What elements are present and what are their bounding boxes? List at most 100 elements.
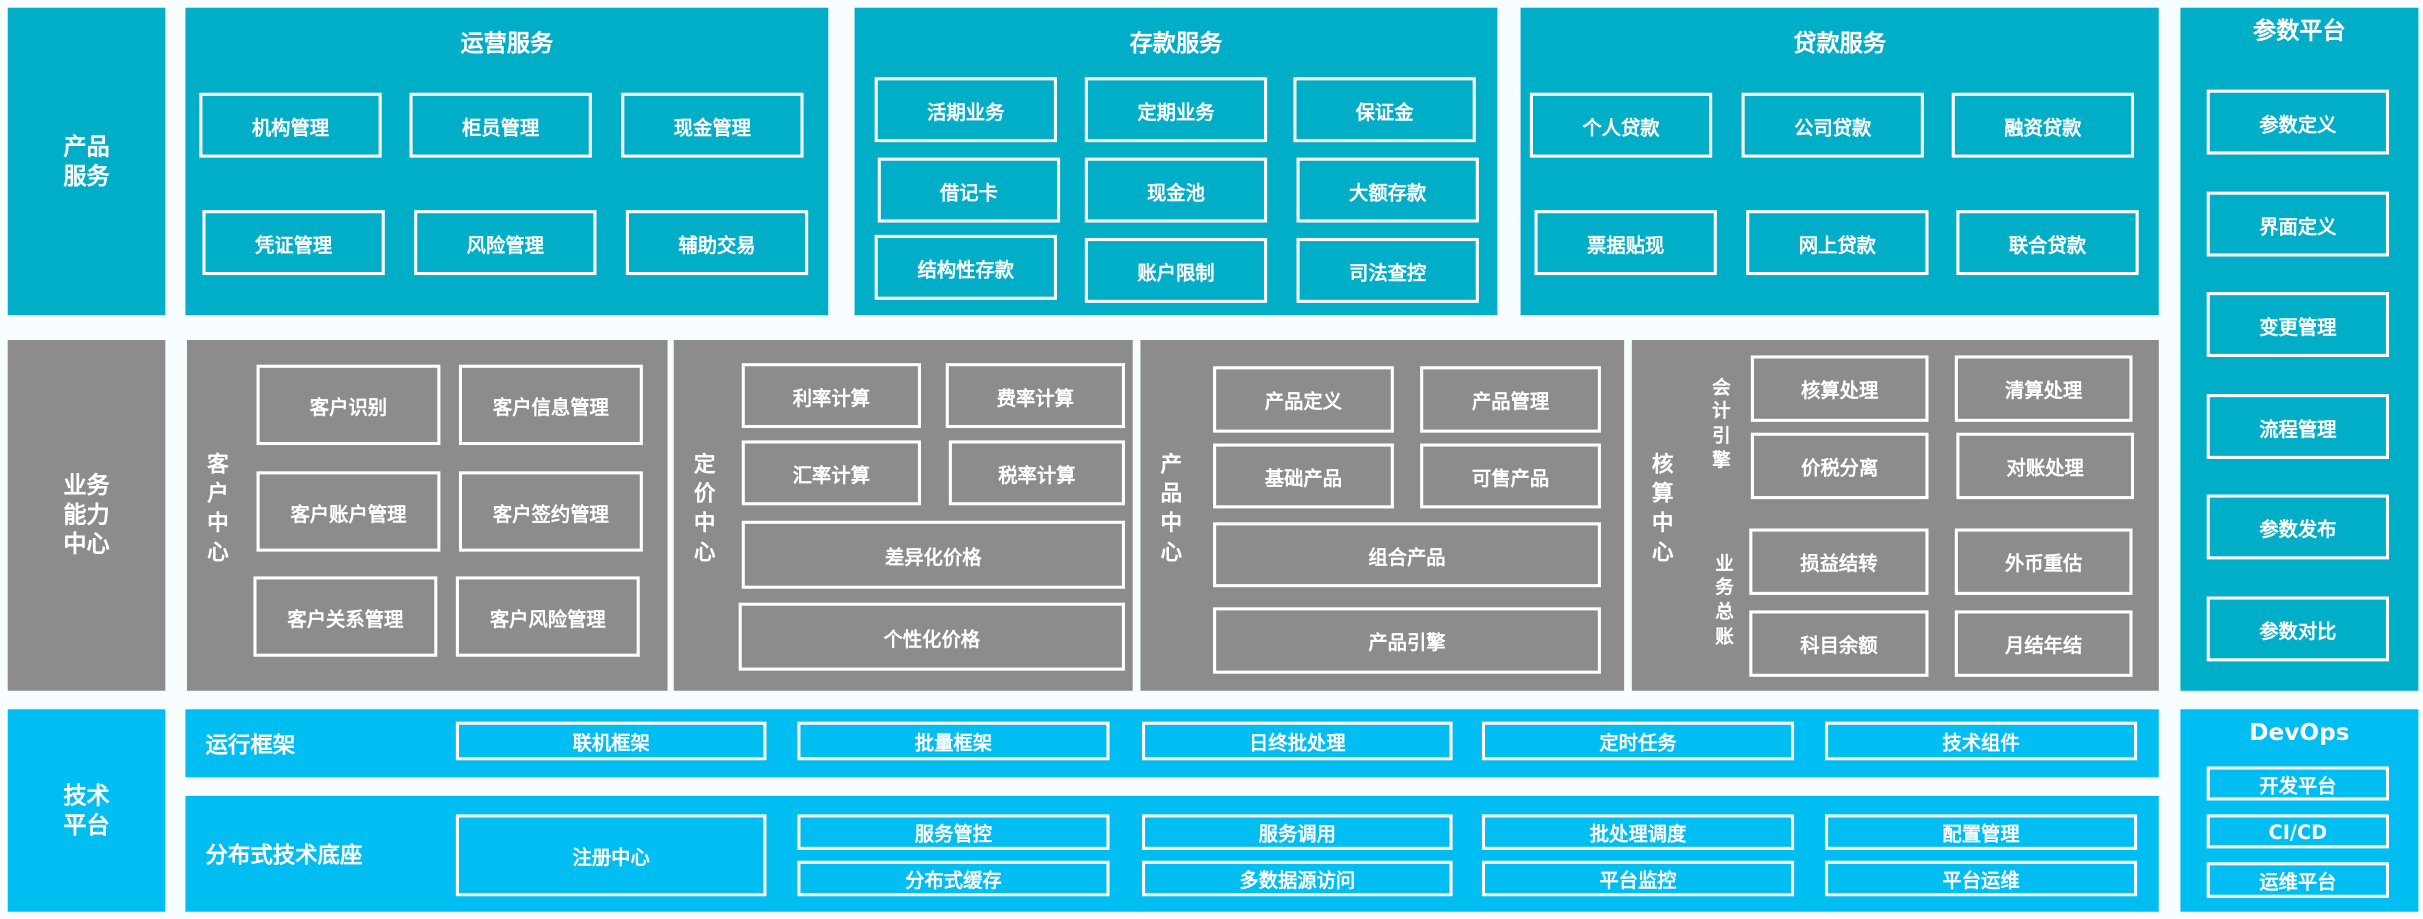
module-box[interactable]: 风险管理 xyxy=(414,210,597,276)
module-box[interactable]: 机构管理 xyxy=(199,92,382,158)
module-box[interactable]: 结构性存款 xyxy=(874,234,1057,300)
runtime-label: 运行框架 xyxy=(205,733,296,758)
distributed-label: 分布式技术底座 xyxy=(205,843,363,869)
operations-title: 运营服务 xyxy=(460,28,554,57)
customer-center-label: 客户中心 xyxy=(207,453,229,566)
product-service-label: 产品 服务 xyxy=(63,132,110,190)
business-capability-label: 业务 能力 中心 xyxy=(63,471,110,558)
loan-panel xyxy=(1520,7,2159,316)
product-center-panel xyxy=(1140,339,1625,691)
product-service-panel xyxy=(7,7,166,316)
module-box[interactable]: 参数定义 xyxy=(2206,89,2390,155)
module-box[interactable]: 批量框架 xyxy=(797,721,1110,761)
module-box[interactable]: 运维平台 xyxy=(2206,862,2390,898)
module-box[interactable]: 现金池 xyxy=(1084,157,1268,223)
module-box[interactable]: 参数对比 xyxy=(2206,596,2390,662)
customer-center-panel xyxy=(186,339,668,691)
module-box[interactable]: 大额存款 xyxy=(1296,157,1479,223)
parameter-platform-title: 参数平台 xyxy=(2253,16,2346,45)
module-box[interactable]: 融资贷款 xyxy=(1951,92,2135,158)
module-box[interactable]: 客户账户管理 xyxy=(256,471,441,552)
module-box[interactable]: 平台监控 xyxy=(1481,860,1795,897)
module-box[interactable]: 保证金 xyxy=(1293,77,1476,143)
module-box[interactable]: 税率计算 xyxy=(948,440,1125,506)
general-ledger-label: 业务总账 xyxy=(1715,552,1734,647)
module-box[interactable]: 平台运维 xyxy=(1824,860,2138,897)
deposit-title: 存款服务 xyxy=(1129,28,1223,57)
module-box[interactable]: 注册中心 xyxy=(455,814,767,897)
module-box[interactable]: 基础产品 xyxy=(1213,443,1394,509)
module-box[interactable]: 票据贴现 xyxy=(1534,210,1717,276)
module-box[interactable]: 对账处理 xyxy=(1956,432,2135,500)
module-box[interactable]: 日终批处理 xyxy=(1141,721,1453,761)
module-box[interactable]: 产品管理 xyxy=(1420,366,1601,433)
accounting-center-panel xyxy=(1631,339,2159,691)
module-box[interactable]: 参数发布 xyxy=(2206,494,2390,560)
module-box[interactable]: 外币重估 xyxy=(1954,528,2133,595)
parameter-platform-panel xyxy=(2180,7,2419,691)
module-box[interactable]: 客户识别 xyxy=(256,364,441,446)
accounting-center-label: 核算中心 xyxy=(1651,453,1674,566)
module-box[interactable]: 损益结转 xyxy=(1749,528,1929,595)
module-box[interactable]: 联合贷款 xyxy=(1956,210,2139,276)
module-box[interactable]: 柜员管理 xyxy=(409,92,592,158)
runtime-panel xyxy=(185,709,2159,778)
loan-title: 贷款服务 xyxy=(1793,28,1887,57)
pricing-center-label: 定价中心 xyxy=(693,453,716,566)
deposit-panel xyxy=(854,7,1498,316)
module-box[interactable]: 个人贷款 xyxy=(1529,92,1713,158)
module-box[interactable]: 公司贷款 xyxy=(1741,92,1924,158)
product-center-label: 产品中心 xyxy=(1160,453,1183,566)
module-box[interactable]: 定时任务 xyxy=(1481,721,1795,761)
module-box[interactable]: 辅助交易 xyxy=(625,210,809,276)
module-box[interactable]: 变更管理 xyxy=(2206,292,2390,357)
module-box[interactable]: 月结年结 xyxy=(1954,610,2133,677)
module-box[interactable]: 科目余额 xyxy=(1749,610,1929,677)
module-box[interactable]: 个性化价格 xyxy=(738,602,1125,671)
module-box[interactable]: 核算处理 xyxy=(1750,355,1929,422)
module-box[interactable]: 可售产品 xyxy=(1420,443,1601,509)
module-box[interactable]: 费率计算 xyxy=(945,363,1125,429)
module-box[interactable]: CI/CD xyxy=(2206,814,2390,849)
module-box[interactable]: 客户风险管理 xyxy=(455,576,640,657)
module-box[interactable]: 配置管理 xyxy=(1824,814,2138,850)
module-box[interactable]: 联机框架 xyxy=(455,721,767,761)
module-box[interactable]: 客户关系管理 xyxy=(253,576,438,657)
accounting-engine-label: 会计引擎 xyxy=(1712,376,1731,471)
module-box[interactable]: 活期业务 xyxy=(874,77,1057,143)
module-box[interactable]: 定期业务 xyxy=(1084,77,1268,143)
module-box[interactable]: 账户限制 xyxy=(1084,237,1268,303)
module-box[interactable]: 司法查控 xyxy=(1296,237,1479,303)
business-capability-panel xyxy=(7,339,166,691)
module-box[interactable]: 产品引擎 xyxy=(1213,607,1601,674)
module-box[interactable]: 界面定义 xyxy=(2206,191,2390,257)
operations-panel xyxy=(185,7,829,316)
module-box[interactable]: 客户签约管理 xyxy=(458,471,643,552)
pricing-center-panel xyxy=(673,339,1133,691)
module-box[interactable]: 批处理调度 xyxy=(1481,814,1795,850)
module-box[interactable]: 借记卡 xyxy=(877,157,1061,223)
module-box[interactable]: 分布式缓存 xyxy=(797,860,1110,897)
module-box[interactable]: 价税分离 xyxy=(1750,432,1929,500)
module-box[interactable]: 凭证管理 xyxy=(202,210,385,276)
module-box[interactable]: 服务管控 xyxy=(797,814,1110,850)
devops-panel xyxy=(2180,709,2419,912)
module-box[interactable]: 客户信息管理 xyxy=(458,364,643,446)
module-box[interactable]: 多数据源访问 xyxy=(1141,860,1453,897)
module-box[interactable]: 服务调用 xyxy=(1141,814,1453,850)
module-box[interactable]: 网上贷款 xyxy=(1746,210,1929,276)
module-box[interactable]: 利率计算 xyxy=(741,363,921,429)
module-box[interactable]: 技术组件 xyxy=(1824,721,2138,761)
tech-platform-label: 技术 平台 xyxy=(63,781,110,839)
tech-platform-panel xyxy=(7,709,166,912)
module-box[interactable]: 汇率计算 xyxy=(741,440,921,506)
module-box[interactable]: 组合产品 xyxy=(1213,522,1601,588)
module-box[interactable]: 开发平台 xyxy=(2206,766,2390,801)
module-box[interactable]: 现金管理 xyxy=(621,92,804,158)
module-box[interactable]: 流程管理 xyxy=(2206,394,2390,459)
devops-title: DevOps xyxy=(2249,718,2350,747)
module-box[interactable]: 产品定义 xyxy=(1213,366,1394,433)
module-box[interactable]: 清算处理 xyxy=(1954,355,2133,422)
module-box[interactable]: 差异化价格 xyxy=(741,520,1125,589)
